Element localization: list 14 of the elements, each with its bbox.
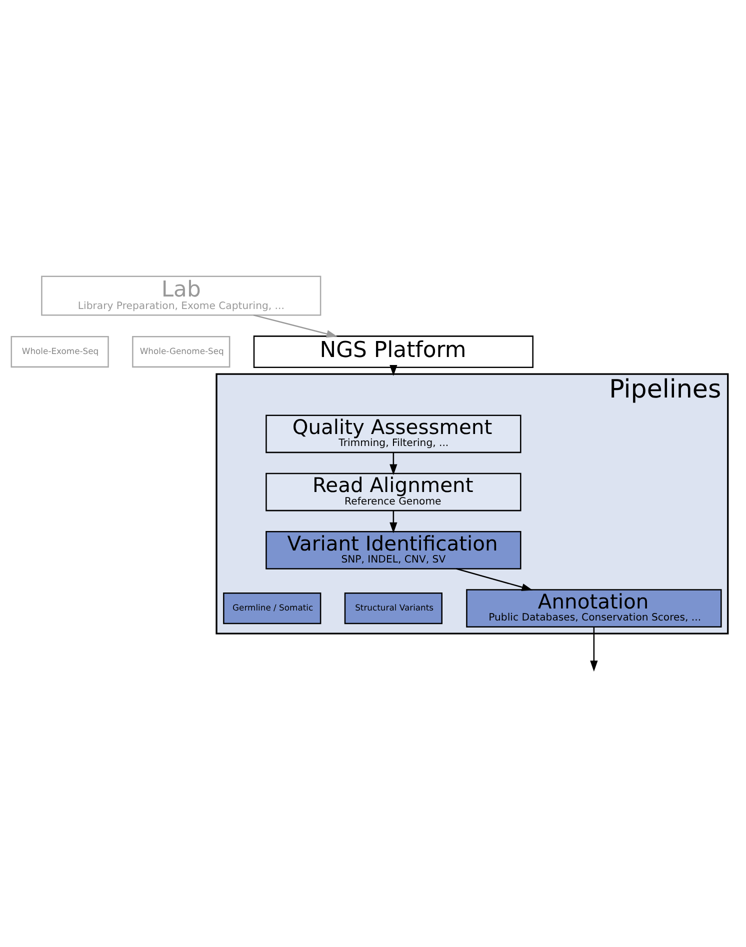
node-box: Variant Identification SNP, INDEL, CNV, SV (266, 531, 522, 570)
arrow (253, 314, 338, 338)
node-box: Quality Assessment Trimming, Filtering, ... (266, 414, 522, 454)
node-box: Germline / Somatic (223, 592, 322, 624)
node-box: Whole-Genome-Seq (132, 336, 230, 368)
arrow (590, 627, 598, 672)
node-box: Structural Variants (344, 592, 442, 624)
arrow (390, 452, 398, 476)
arrow (390, 510, 398, 534)
arrow (456, 568, 533, 591)
node-box: Lab Library Preparation, Exome Capturing, ... (41, 276, 322, 316)
node-box: Whole-Exome-Seq (10, 336, 109, 368)
node-box: Read Alignment Reference Genome (266, 472, 522, 512)
node-box: Annotation Public Databases, Conservation Scores, ... (466, 589, 722, 628)
